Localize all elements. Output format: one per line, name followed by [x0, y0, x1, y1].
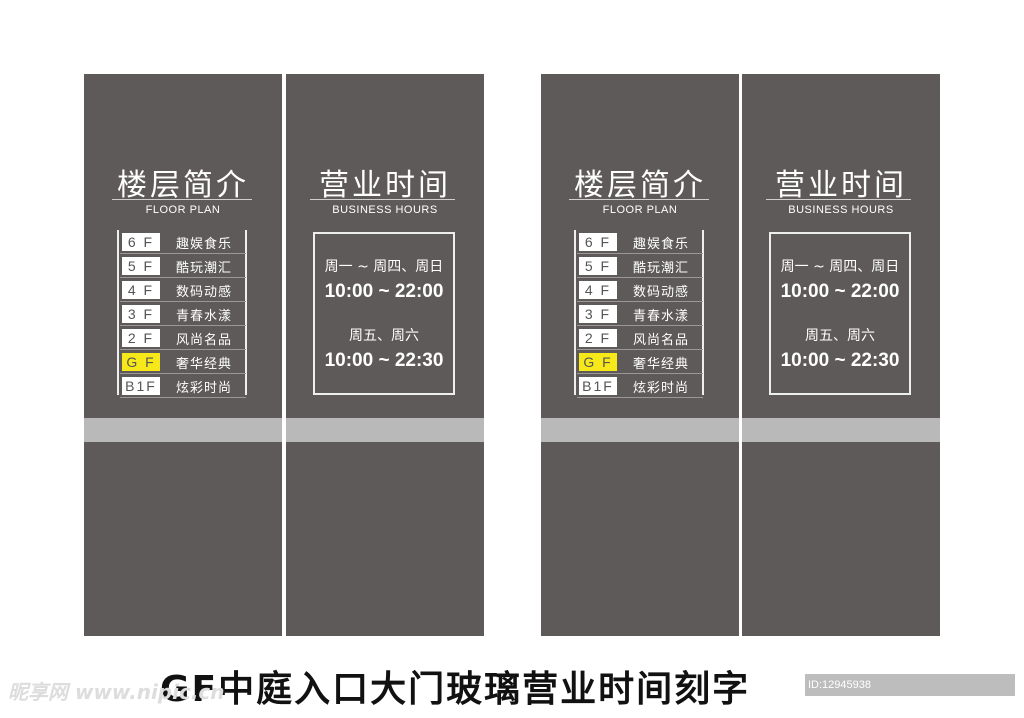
floor-row: B1F 炫彩时尚	[577, 374, 703, 398]
floor-row: 2 F 风尚名品	[577, 326, 703, 350]
floor-plan-subtitle: FLOOR PLAN	[602, 204, 678, 216]
hours-subtitle: BUSINESS HOURS	[332, 204, 438, 216]
floor-name: 青春水漾	[633, 309, 690, 324]
list-border	[245, 230, 247, 395]
floor-name: 趣娱食乐	[633, 237, 690, 252]
list-border	[574, 230, 576, 395]
floor-badge: 4 F	[122, 281, 160, 299]
weekend-days: 周五、周六	[805, 328, 875, 344]
list-border	[702, 230, 704, 395]
floor-row: G F 奢华经典	[577, 350, 703, 374]
floor-row: 3 F 青春水漾	[577, 302, 703, 326]
floor-row: B1F 炫彩时尚	[120, 374, 246, 398]
floor-name: 风尚名品	[633, 333, 690, 348]
floor-name: 趣娱食乐	[176, 237, 233, 252]
floor-badge: B1F	[579, 377, 617, 395]
weekend-time: 10:00 ~ 22:30	[324, 350, 444, 371]
image-id: ID:12945938 NO:20130606101204007321	[805, 674, 1015, 713]
hours-subtitle: BUSINESS HOURS	[788, 204, 894, 216]
floor-name: 风尚名品	[176, 333, 233, 348]
floor-name: 数码动感	[176, 285, 233, 300]
floor-plan-title: 楼层简介	[574, 168, 706, 203]
floor-plan-panel: 楼层简介 FLOOR PLAN 6 F 趣娱食乐 5 F 酷玩潮汇 4 F 数码…	[84, 74, 282, 636]
floor-badge: B1F	[122, 377, 160, 395]
floor-row: 2 F 风尚名品	[120, 326, 246, 350]
floor-row: 6 F 趣娱食乐	[577, 230, 703, 254]
hours-box: 周一 ~ 周四、周日 10:00 ~ 22:00 周五、周六 10:00 ~ 2…	[769, 232, 911, 395]
gray-band	[84, 418, 282, 442]
floor-name: 数码动感	[633, 285, 690, 300]
floor-badge: G F	[579, 353, 617, 371]
floor-row: 3 F 青春水漾	[120, 302, 246, 326]
floor-name: 炫彩时尚	[633, 381, 690, 396]
weekday-time: 10:00 ~ 22:00	[780, 281, 900, 302]
floor-badge: 3 F	[579, 305, 617, 323]
floor-badge: G F	[122, 353, 160, 371]
floor-name: 炫彩时尚	[176, 381, 233, 396]
caption: GF中庭入口大门玻璃营业时间刻字	[160, 669, 751, 710]
floor-badge: 2 F	[122, 329, 160, 347]
divider	[569, 199, 709, 200]
floor-row: G F 奢华经典	[120, 350, 246, 374]
gray-band	[286, 418, 484, 442]
list-border	[117, 230, 119, 395]
divider	[112, 199, 252, 200]
floor-row: 4 F 数码动感	[120, 278, 246, 302]
floor-row: 6 F 趣娱食乐	[120, 230, 246, 254]
floor-name: 奢华经典	[633, 357, 690, 372]
floor-name: 奢华经典	[176, 357, 233, 372]
floor-badge: 4 F	[579, 281, 617, 299]
weekday-days: 周一 ~ 周四、周日	[780, 259, 900, 275]
hours-box: 周一 ~ 周四、周日 10:00 ~ 22:00 周五、周六 10:00 ~ 2…	[313, 232, 455, 395]
floor-row: 5 F 酷玩潮汇	[577, 254, 703, 278]
floor-plan-title: 楼层简介	[117, 168, 249, 203]
floor-name: 酷玩潮汇	[633, 261, 690, 276]
gray-band	[541, 418, 739, 442]
floor-badge: 5 F	[122, 257, 160, 275]
business-hours-panel: 营业时间 BUSINESS HOURS 周一 ~ 周四、周日 10:00 ~ 2…	[742, 74, 940, 636]
weekday-days: 周一 ~ 周四、周日	[324, 259, 444, 275]
business-hours-panel: 营业时间 BUSINESS HOURS 周一 ~ 周四、周日 10:00 ~ 2…	[286, 74, 484, 636]
weekend-days: 周五、周六	[349, 328, 419, 344]
divider	[310, 199, 455, 200]
floor-badge: 6 F	[122, 233, 160, 251]
weekday-time: 10:00 ~ 22:00	[324, 281, 444, 302]
floor-plan-panel: 楼层简介 FLOOR PLAN 6 F 趣娱食乐 5 F 酷玩潮汇 4 F 数码…	[541, 74, 739, 636]
hours-title: 营业时间	[319, 168, 451, 203]
floor-row: 5 F 酷玩潮汇	[120, 254, 246, 278]
floor-name: 酷玩潮汇	[176, 261, 233, 276]
hours-title: 营业时间	[775, 168, 907, 203]
floor-badge: 5 F	[579, 257, 617, 275]
floor-plan-subtitle: FLOOR PLAN	[145, 204, 221, 216]
floor-badge: 6 F	[579, 233, 617, 251]
floor-badge: 3 F	[122, 305, 160, 323]
floor-name: 青春水漾	[176, 309, 233, 324]
watermark: 昵享网 www.nipic.cn	[8, 680, 225, 704]
floor-row: 4 F 数码动感	[577, 278, 703, 302]
divider	[766, 199, 911, 200]
gray-band	[742, 418, 940, 442]
floor-badge: 2 F	[579, 329, 617, 347]
weekend-time: 10:00 ~ 22:30	[780, 350, 900, 371]
